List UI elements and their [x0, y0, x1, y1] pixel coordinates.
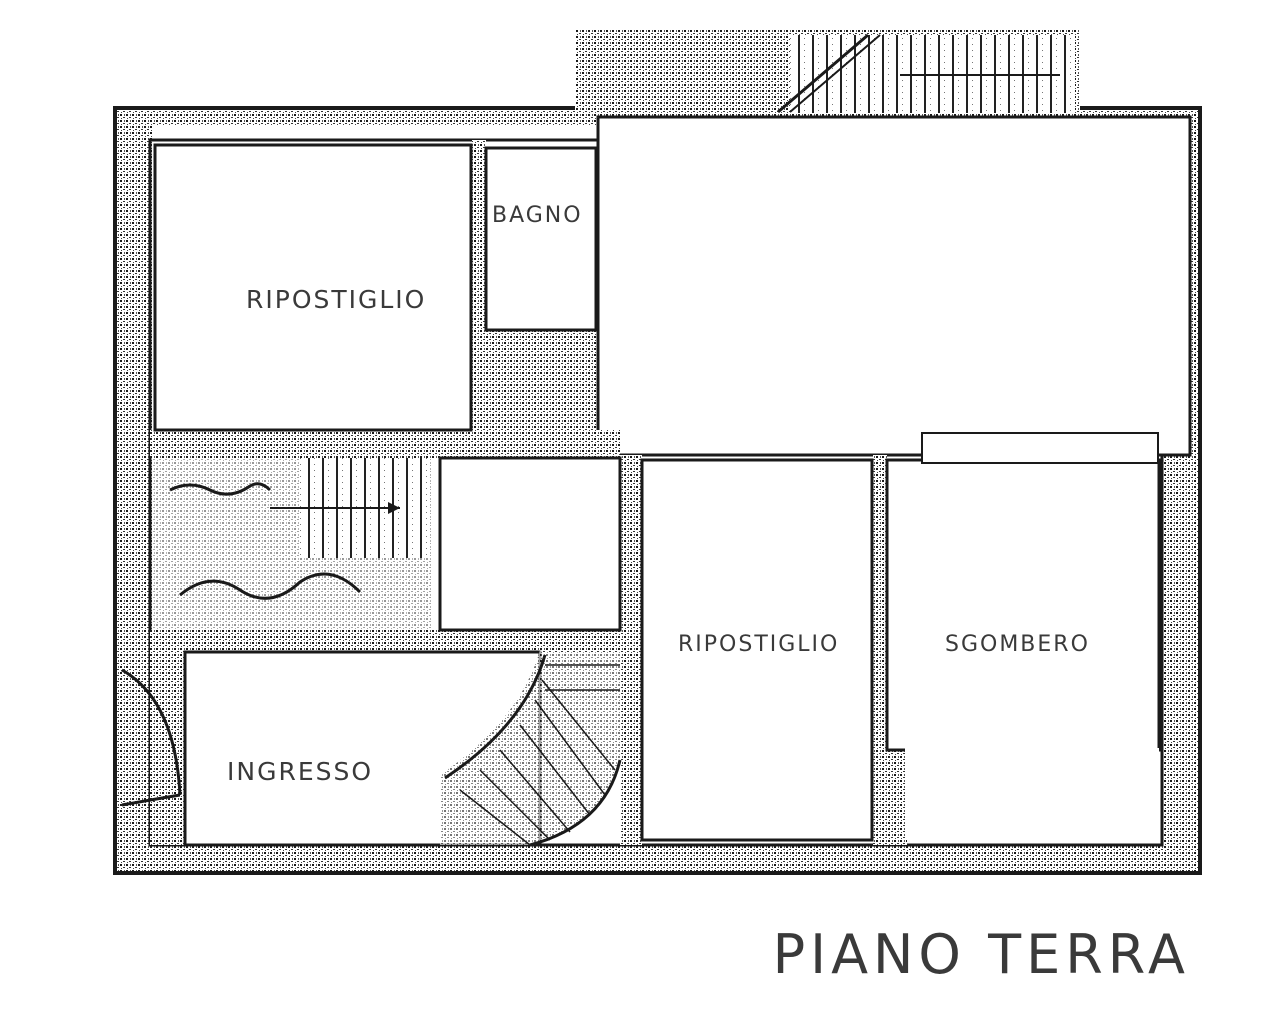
room-label-ripostiglio-2: RIPOSTIGLIO: [678, 632, 840, 657]
upper-right-area: [596, 115, 1192, 457]
room-label-ripostiglio-1: RIPOSTIGLIO: [246, 285, 427, 314]
interior-stair: [152, 458, 432, 630]
room-label-ingresso: INGRESSO: [227, 757, 374, 786]
spiral-stair: [440, 650, 622, 847]
room-label-sgombero: SGOMBERO: [945, 632, 1090, 657]
interior-walls: [150, 140, 907, 845]
entrance-door: [121, 668, 182, 807]
floor-title: PIANO TERRA: [772, 923, 1190, 986]
external-stair: [575, 30, 1080, 114]
outer-walls: [113, 106, 1202, 875]
room-label-bagno: BAGNO: [492, 203, 583, 228]
